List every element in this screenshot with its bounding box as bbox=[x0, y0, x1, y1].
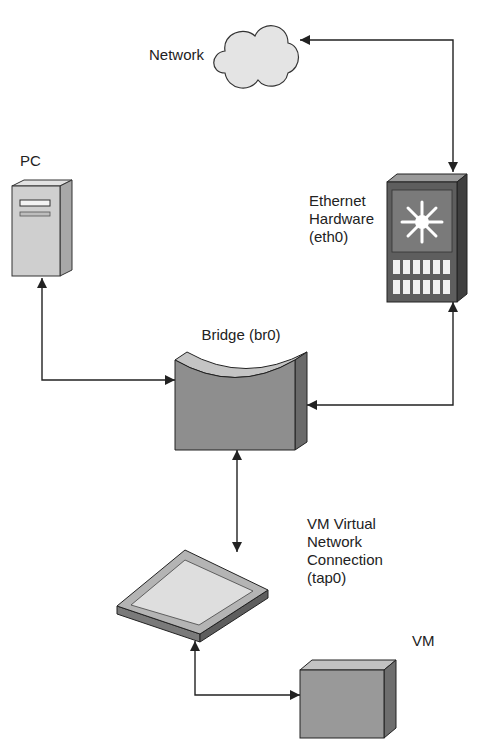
connector bbox=[232, 450, 242, 552]
arrow-head bbox=[307, 400, 317, 410]
icon-part bbox=[295, 352, 307, 450]
icon-part bbox=[413, 280, 420, 294]
icon-part bbox=[60, 180, 72, 276]
icon-part bbox=[131, 560, 253, 625]
bridge-shape bbox=[175, 350, 307, 450]
arrow-head bbox=[232, 542, 242, 552]
icon-part bbox=[443, 280, 450, 294]
arrow-head bbox=[290, 690, 300, 700]
icon-part bbox=[408, 208, 436, 236]
icon-part bbox=[393, 260, 450, 294]
ethernet-switch bbox=[387, 172, 467, 302]
device-node: Ethernet Hardware (eth0) bbox=[387, 172, 467, 302]
device-label: PC bbox=[20, 152, 64, 170]
icon-part bbox=[423, 260, 430, 274]
pc-tower bbox=[10, 178, 74, 278]
icon-part bbox=[387, 174, 467, 182]
icon-part bbox=[12, 186, 60, 276]
arrow-head bbox=[300, 35, 310, 45]
icon-part bbox=[393, 260, 400, 274]
icon-part bbox=[20, 212, 50, 216]
icon-part bbox=[415, 215, 429, 229]
arrow-head bbox=[165, 375, 175, 385]
label-holder: VM Virtual Network Connection (tap0) bbox=[307, 515, 401, 587]
device-label: VM bbox=[412, 632, 462, 650]
icon-part bbox=[387, 182, 457, 302]
icon-part bbox=[403, 280, 410, 294]
connector bbox=[190, 641, 300, 700]
connector-line bbox=[42, 278, 175, 380]
device-label: VM Virtual Network Connection (tap0) bbox=[307, 515, 401, 587]
device-label: Bridge (br0) bbox=[175, 326, 307, 344]
connector bbox=[37, 278, 175, 385]
icon-part bbox=[457, 174, 467, 302]
icon-part bbox=[300, 670, 384, 738]
icon-part bbox=[300, 660, 396, 670]
icon-part bbox=[443, 260, 450, 274]
icon-part bbox=[384, 660, 396, 738]
arrow-head bbox=[37, 278, 47, 288]
vm-box bbox=[300, 660, 396, 738]
device-node: VM Virtual Network Connection (tap0) bbox=[115, 548, 270, 643]
icon-part bbox=[413, 260, 420, 274]
connector-line bbox=[236, 450, 237, 552]
arrow-head bbox=[448, 162, 458, 172]
network-card bbox=[115, 548, 270, 643]
icon-part bbox=[433, 260, 440, 274]
device-node: VM bbox=[300, 660, 396, 738]
arrow-head bbox=[232, 450, 242, 460]
arrow-head bbox=[448, 302, 458, 312]
icon-part bbox=[175, 360, 295, 450]
label-holder: VM bbox=[412, 632, 462, 650]
icon-part bbox=[402, 202, 442, 242]
icon-part bbox=[423, 280, 430, 294]
device-node: Bridge (br0) bbox=[175, 350, 307, 450]
label-holder: Ethernet Hardware (eth0) bbox=[309, 192, 383, 246]
device-node: PC bbox=[10, 178, 74, 278]
icon-part bbox=[403, 260, 410, 274]
arrow-head bbox=[190, 641, 200, 651]
device-label: Network bbox=[128, 46, 204, 64]
device-label: Ethernet Hardware (eth0) bbox=[309, 192, 383, 246]
icon-part bbox=[392, 190, 452, 252]
icon-part bbox=[408, 208, 436, 236]
icon-part bbox=[214, 26, 299, 88]
icon-part bbox=[393, 280, 400, 294]
connector bbox=[300, 35, 458, 172]
connector-line bbox=[195, 641, 300, 695]
icon-part bbox=[117, 550, 268, 634]
label-holder: Network bbox=[128, 46, 204, 64]
connector bbox=[307, 302, 458, 410]
label-holder: PC bbox=[20, 152, 64, 170]
connector-line bbox=[307, 302, 453, 405]
device-node: Network bbox=[210, 18, 300, 96]
connector-line bbox=[300, 40, 453, 172]
label-holder: Bridge (br0) bbox=[175, 326, 307, 344]
icon-part bbox=[20, 200, 50, 206]
icon-part bbox=[433, 280, 440, 294]
network-cloud bbox=[210, 18, 300, 96]
